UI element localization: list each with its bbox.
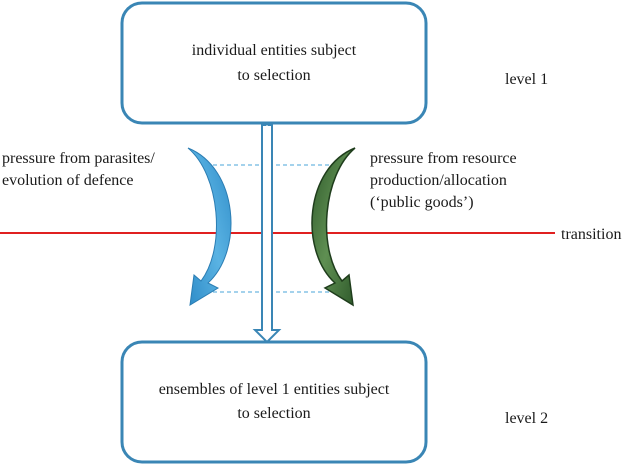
central-down-arrow <box>252 124 282 344</box>
left-pressure-label-line1: pressure from parasites/ <box>2 150 155 167</box>
level-1-box-text-line1: individual entities subject <box>192 42 357 59</box>
level-1-label: level 1 <box>505 71 548 88</box>
left-pressure-label-line2: evolution of defence <box>2 172 134 189</box>
transition-label: transition <box>561 226 621 243</box>
left-curved-arrow <box>187 147 232 306</box>
level-1-box <box>120 1 428 125</box>
level-2-box-text-line1: ensembles of level 1 entities subject <box>159 381 390 398</box>
level-2-label: level 2 <box>505 410 548 427</box>
right-pressure-label-line2: production/allocation <box>370 172 507 189</box>
level-2-box-text-line2: to selection <box>237 405 310 422</box>
right-pressure-label-line1: pressure from resource <box>370 150 517 167</box>
right-curved-arrow <box>311 147 356 307</box>
level-2-box <box>120 340 428 464</box>
right-pressure-label-line3: (‘public goods’) <box>370 194 474 211</box>
level-1-box-text-line2: to selection <box>237 67 310 84</box>
